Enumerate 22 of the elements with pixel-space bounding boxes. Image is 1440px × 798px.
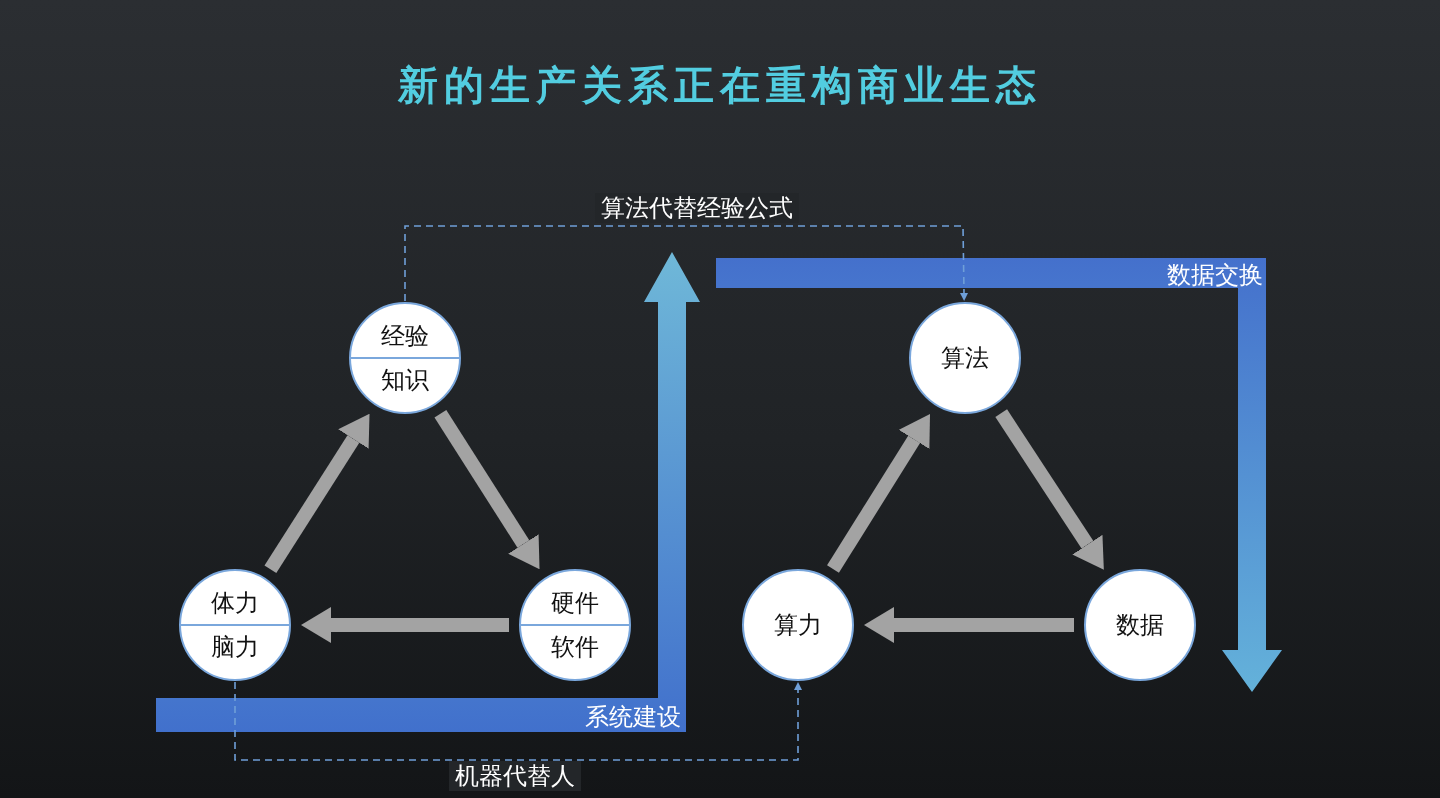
node-text: 体力: [210, 588, 260, 618]
node-text: 经验: [380, 321, 430, 351]
arrow: [264, 413, 370, 574]
arrow: [827, 413, 930, 573]
edge-label: 机器代替人: [449, 761, 581, 791]
node-text: 算力: [773, 610, 823, 640]
node-text: 脑力: [210, 632, 260, 662]
dashed-arrow: [234, 681, 802, 761]
edge-label: 算法代替经验公式: [595, 193, 799, 223]
node-text: 知识: [380, 365, 430, 395]
node-text: 数据: [1115, 610, 1165, 640]
arrow: [434, 409, 540, 570]
arrow: [995, 409, 1104, 570]
arrow-label: 系统建设: [585, 702, 681, 732]
node-text: 算法: [940, 343, 990, 373]
node-text: 硬件: [550, 588, 600, 618]
node-text: 软件: [550, 632, 600, 662]
arrow: [301, 607, 509, 643]
arrow-label: 数据交换: [1167, 260, 1263, 290]
dashed-arrow: [404, 225, 968, 302]
arrow: [864, 607, 1074, 643]
title: 新的生产关系正在重构商业生态: [398, 62, 1042, 108]
